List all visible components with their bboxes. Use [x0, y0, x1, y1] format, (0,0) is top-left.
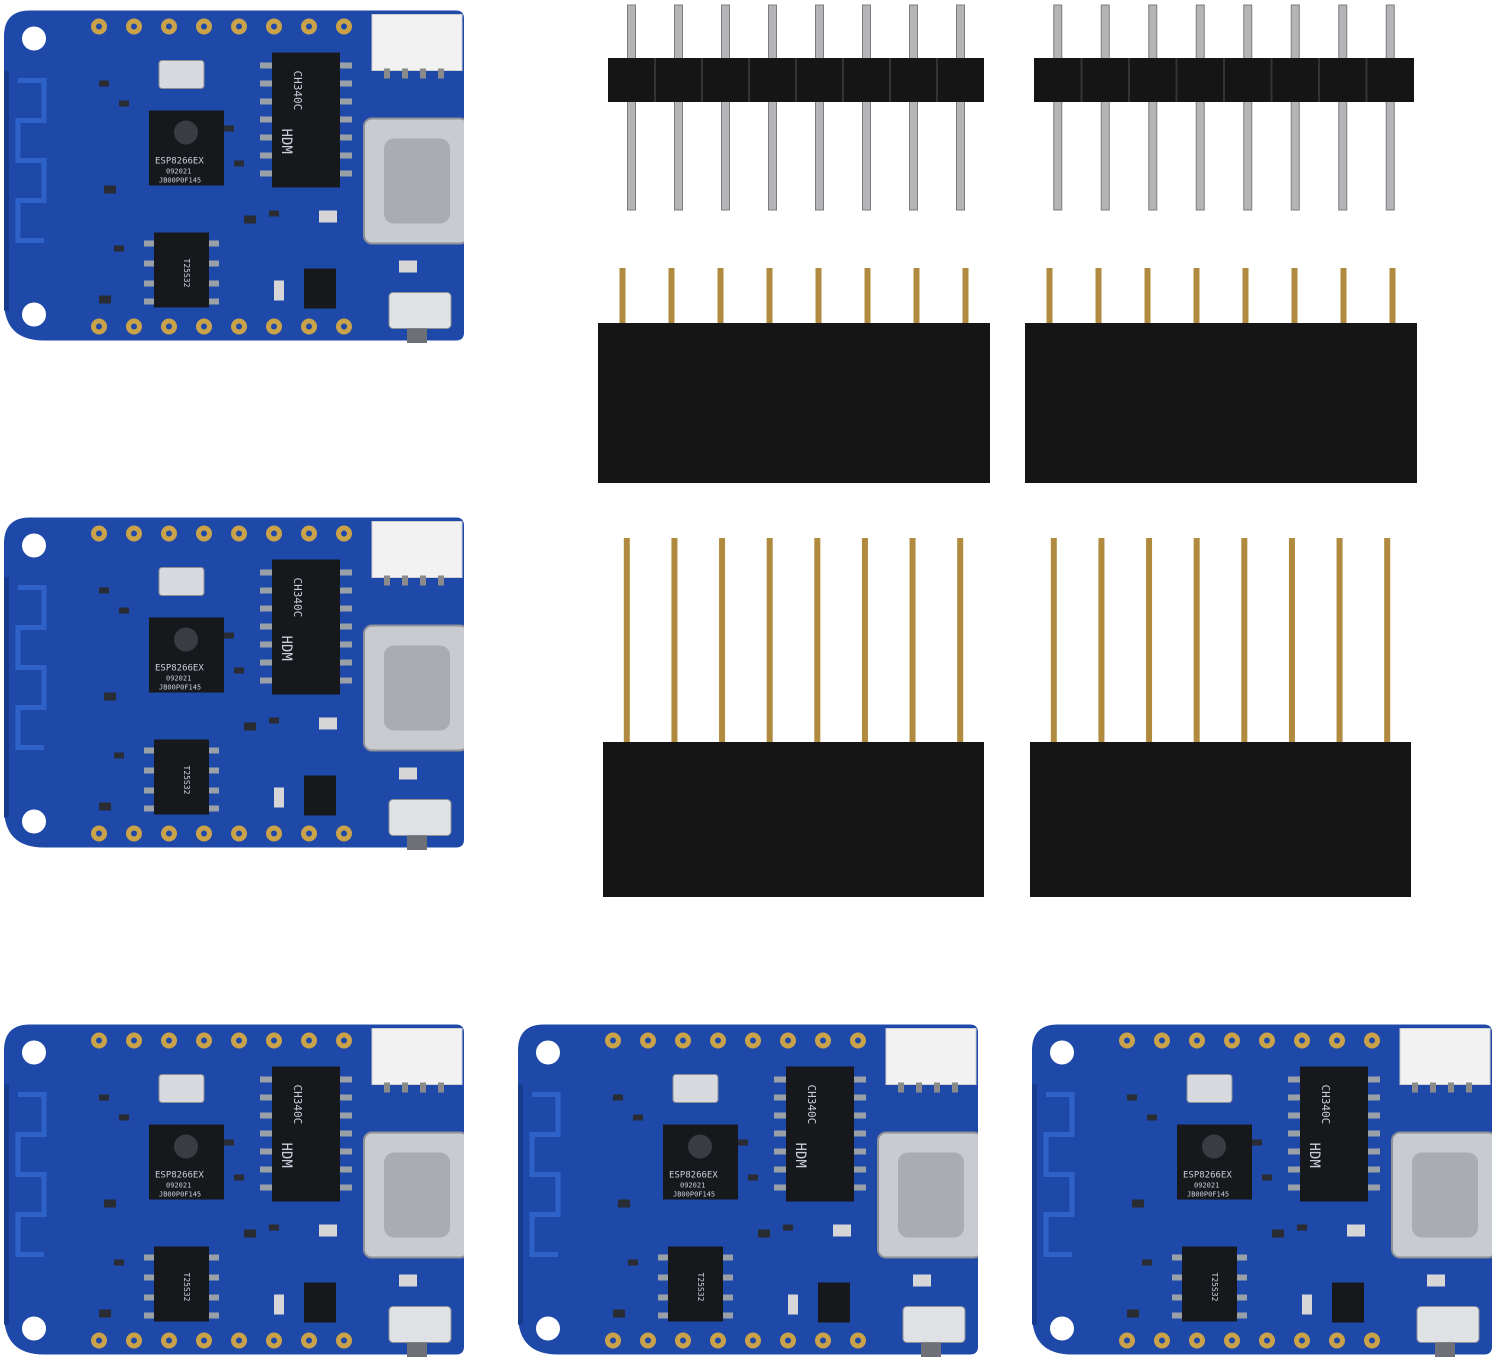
pin: [913, 268, 920, 326]
pin: [815, 4, 824, 211]
pin: [1241, 538, 1248, 744]
d1-mini-board-bottom-right: [1032, 1025, 1496, 1359]
pin: [1053, 4, 1063, 211]
pin: [1100, 4, 1110, 211]
pin: [627, 4, 636, 211]
pin: [1098, 538, 1105, 744]
pin: [1243, 4, 1253, 211]
pin: [766, 268, 773, 326]
pin: [962, 268, 969, 326]
pin: [1290, 4, 1300, 211]
pin: [623, 538, 630, 744]
pin: [1050, 538, 1057, 744]
d1-mini-board-middle-left: [4, 518, 468, 852]
short-socket-header: [598, 268, 990, 483]
pin: [1046, 268, 1053, 326]
d1-mini-board-bottom-center: [518, 1025, 982, 1359]
pin: [671, 538, 678, 744]
long-socket-header: [1030, 538, 1411, 897]
pin: [956, 4, 965, 211]
pin: [1146, 538, 1153, 744]
pin: [909, 4, 918, 211]
pin: [814, 538, 821, 744]
pin: [1242, 268, 1249, 326]
pin: [1195, 4, 1205, 211]
pin: [909, 538, 916, 744]
short-female-socket-headers: [598, 268, 1417, 483]
pin: [861, 538, 868, 744]
pin: [862, 4, 871, 211]
pin: [1338, 4, 1348, 211]
socket-body: [1025, 323, 1417, 483]
short-socket-header: [1025, 268, 1417, 483]
pin: [1193, 538, 1200, 744]
long-socket-header: [603, 538, 984, 897]
pin: [1336, 538, 1343, 744]
pin: [674, 4, 683, 211]
male-pin-header: [608, 4, 984, 211]
male-pin-headers: [608, 4, 1414, 211]
pin: [1193, 268, 1200, 326]
pin: [717, 268, 724, 326]
pin: [1288, 538, 1295, 744]
pin: [1340, 268, 1347, 326]
pin: [1148, 4, 1158, 211]
socket-body: [603, 742, 984, 897]
socket-body: [1030, 742, 1411, 897]
pin: [1291, 268, 1298, 326]
male-pin-header: [1034, 4, 1414, 211]
pin: [768, 4, 777, 211]
d1-mini-board-top-left: [4, 11, 468, 345]
pin: [766, 538, 773, 744]
d1-mini-board-bottom-left: [4, 1025, 468, 1359]
pin: [1095, 268, 1102, 326]
pin: [864, 268, 871, 326]
pin: [1144, 268, 1151, 326]
pin: [619, 268, 626, 326]
pin: [815, 268, 822, 326]
pin: [1384, 538, 1391, 744]
pin: [668, 268, 675, 326]
pin: [1389, 268, 1396, 326]
pin: [719, 538, 726, 744]
long-female-socket-headers: [603, 538, 1411, 897]
socket-body: [598, 323, 990, 483]
pin: [1385, 4, 1395, 211]
pin: [721, 4, 730, 211]
pin: [957, 538, 964, 744]
